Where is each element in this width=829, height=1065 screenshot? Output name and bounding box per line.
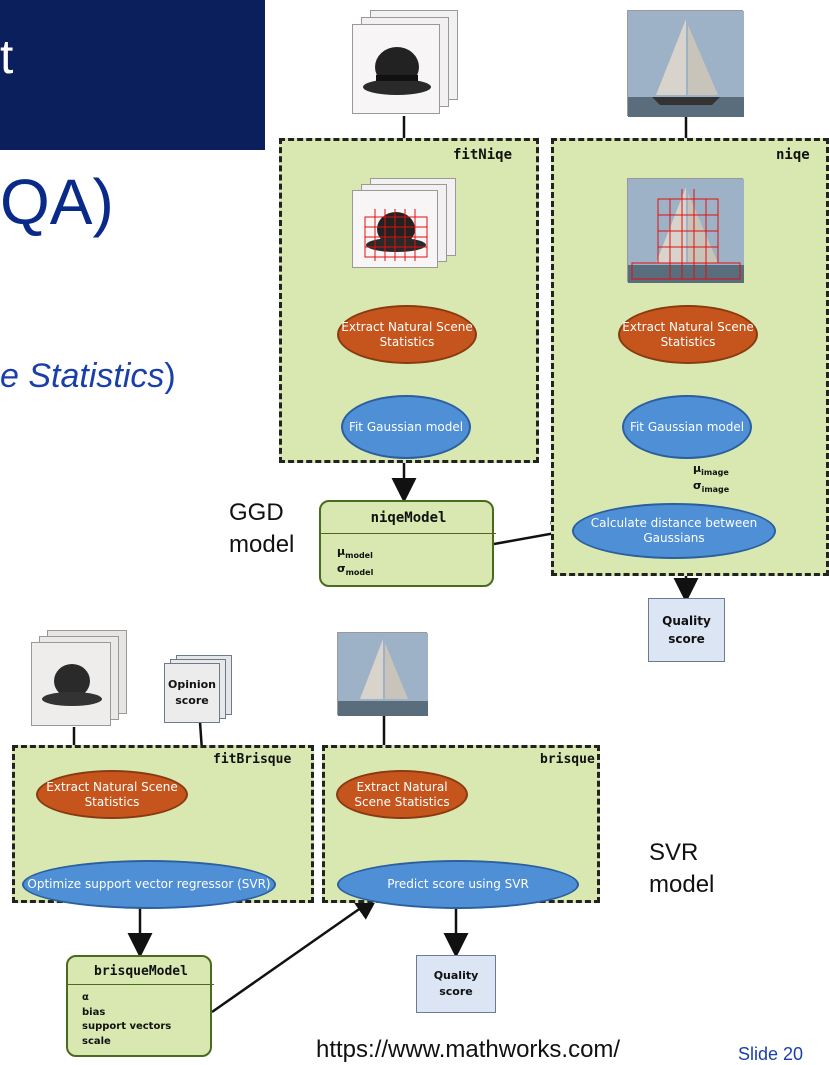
niqe-model-params: μmodel σmodel [337, 544, 373, 579]
opinion-line2: score [175, 694, 209, 707]
brisque-quality-score: Quality score [416, 955, 496, 1013]
niqe-quality-score: Quality score [648, 598, 725, 662]
bowler-hat-icon [363, 47, 431, 95]
sailboat-image [627, 10, 744, 117]
niqe-model-title: niqeModel [370, 510, 447, 526]
optimize-svr-ellipse: Optimize support vector regressor (SVR) [22, 860, 276, 909]
noisy-hat-stack [31, 630, 131, 728]
brisque-extract-right: Extract Natural Scene Statistics [336, 770, 468, 819]
sailboat-icon [628, 11, 744, 117]
brisque-param-support-vectors: support vectors [82, 1021, 172, 1032]
opinion-score-stack: Opinion score [164, 655, 234, 725]
source-url[interactable]: https://www.mathworks.com/ [316, 1036, 621, 1063]
distance-ellipse: Calculate distance between Gaussians [572, 503, 776, 559]
brisque-model-box: brisqueModel α bias support vectors scal… [66, 955, 214, 1057]
brisque-label: brisque [540, 752, 595, 767]
brisque-extract-left: Extract Natural Scene Statistics [36, 770, 188, 819]
svr-label-line2: model [649, 871, 715, 899]
stats-text: e Statistics) [0, 357, 176, 396]
niqe-quality-line2: score [668, 632, 705, 646]
slide-title-fragment: t [0, 31, 14, 84]
sigma-image: σ [693, 478, 702, 492]
small-sailboat-image [337, 632, 428, 716]
sailboat-grid-image [627, 178, 744, 283]
slide-number: Slide 20 [738, 1044, 804, 1064]
fitbrisque-label: fitBrisque [213, 752, 292, 767]
hat-patch-grid-icon [364, 209, 428, 261]
opinion-line1: Opinion [168, 677, 216, 691]
svr-model-label: SVR model [649, 837, 714, 902]
svr-label-line1: SVR [649, 839, 699, 866]
predict-svr-ellipse: Predict score using SVR [337, 860, 579, 909]
sigma-model-sub: model [345, 568, 374, 578]
sailboat-patch-grid-icon [628, 179, 744, 283]
image-params: μimage σimage [693, 462, 729, 495]
niqe-model-box: niqeModel μmodel σmodel [319, 500, 496, 587]
ggd-model-label: GGD model [229, 497, 294, 562]
mu-image: μ [693, 462, 702, 475]
niqe-fit-right: Fit Gaussian model [622, 395, 752, 459]
small-sailboat-icon [338, 633, 428, 716]
brisque-model-title: brisqueModel [94, 964, 188, 979]
mu-image-sub: image [701, 468, 729, 478]
brisque-param-alpha: α [82, 992, 89, 1003]
stats-paren: ) [164, 357, 176, 395]
niqe-quality-line1: Quality [662, 614, 711, 628]
ggd-label-line1: GGD [229, 499, 284, 526]
brisque-quality-line1: Quality [433, 968, 479, 982]
brisque-model-params: α bias support vectors scale [82, 991, 171, 1049]
opinion-score-box: Opinion score [164, 663, 220, 723]
niqe-fit-left: Fit Gaussian model [341, 395, 471, 459]
noisy-hat-icon [42, 664, 102, 706]
sigma-image-sub: image [701, 484, 730, 494]
hat-grid-stack [352, 178, 462, 270]
brisque-quality-line2: score [439, 985, 473, 998]
niqe-extract-right: Extract Natural Scene Statistics [618, 305, 758, 364]
brisque-param-bias: bias [82, 1006, 106, 1018]
sigma-model: σ [337, 562, 346, 576]
niqe-label: niqe [776, 147, 810, 163]
mu-model-sub: model [345, 551, 373, 561]
brisque-param-scale: scale [82, 1035, 111, 1047]
mu-model: μ [337, 545, 346, 558]
niqe-extract-left: Extract Natural Scene Statistics [337, 305, 477, 364]
hat-image-stack [352, 10, 462, 116]
slide-subtitle-fragment: QA) [0, 166, 114, 238]
ggd-label-line2: model [229, 531, 295, 559]
stats-italic: e Statistics [0, 357, 165, 395]
fitniqe-label: fitNiqe [453, 147, 513, 163]
